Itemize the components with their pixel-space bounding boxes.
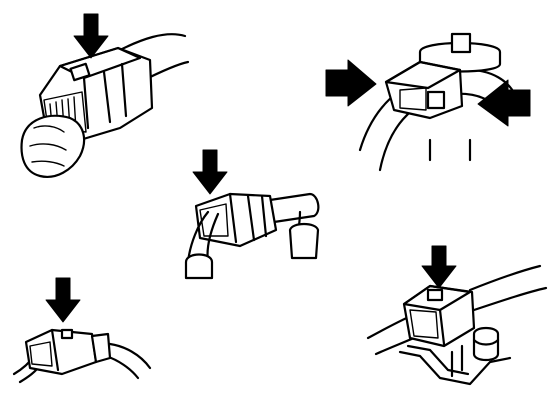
bracket-tab — [450, 344, 464, 378]
lock-tab — [60, 328, 74, 340]
bolt-thread — [472, 338, 500, 346]
connector-top-face — [402, 284, 472, 312]
wire-right-a — [108, 342, 152, 370]
down-arrow-icon — [421, 245, 457, 289]
connector-joint — [50, 328, 60, 372]
wire-right-b — [104, 354, 140, 380]
connector-rings — [246, 194, 268, 242]
down-arrow-icon — [45, 277, 81, 323]
connector-top-face — [384, 60, 462, 90]
cable-right-bottom — [472, 286, 548, 312]
down-arrow-icon — [73, 13, 109, 59]
lock-tab — [69, 62, 91, 82]
connector-face — [399, 87, 427, 111]
rear-cable — [268, 192, 320, 224]
connector-face — [199, 203, 229, 237]
down-arrow-icon — [192, 149, 228, 195]
hand-fingers — [29, 125, 67, 167]
wire-left-tip — [184, 253, 214, 280]
connector-face — [29, 341, 53, 367]
connector-rib-2 — [120, 62, 128, 118]
lock-tab — [426, 288, 444, 302]
panel-connector-top-left — [20, 13, 190, 178]
connector-rear — [90, 332, 112, 364]
panel-connector-top-right — [325, 32, 531, 172]
bracket-plate — [398, 350, 512, 386]
bolt-head — [450, 32, 472, 54]
bracket-edge — [406, 344, 470, 376]
panel-connector-center — [184, 149, 320, 280]
connector-joint — [228, 192, 238, 244]
right-pointing-arrow-icon — [325, 59, 377, 107]
cable-top-edge — [118, 33, 187, 52]
bracket-legs — [428, 138, 472, 162]
panel-connector-bottom-right — [366, 245, 548, 386]
connector-face — [409, 309, 439, 339]
connector-edge-line — [82, 76, 90, 130]
left-pointing-arrow-icon — [477, 79, 531, 127]
panel-connector-bottom-left — [12, 277, 152, 384]
wire-right-tip — [288, 222, 320, 260]
cable-right-top — [468, 264, 542, 292]
connector-edge — [438, 308, 446, 346]
connector-rib-1 — [102, 70, 112, 124]
connector-lock-window — [426, 90, 446, 110]
